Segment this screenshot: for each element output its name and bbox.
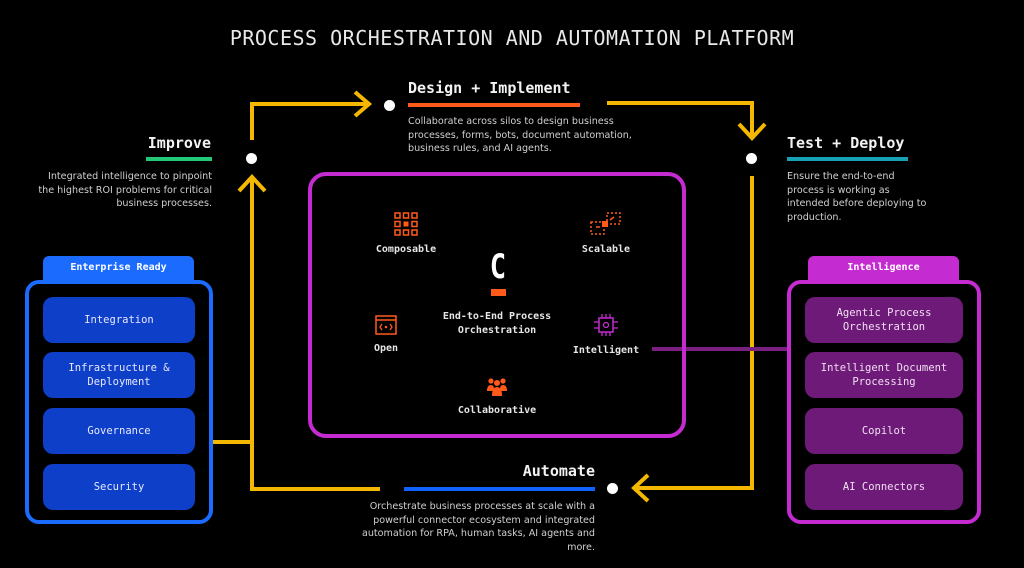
flow-arrow-improve-to-design — [250, 102, 368, 140]
enterprise-panel: Integration Infrastructure & Deployment … — [25, 280, 213, 524]
feature-label-collaborative: Collaborative — [457, 405, 537, 416]
logo: C — [484, 250, 512, 296]
grid-icon — [394, 212, 418, 236]
intelligence-panel-heading: Intelligence — [808, 256, 959, 280]
arrowhead-right — [353, 90, 373, 118]
chip-icon — [594, 314, 618, 336]
feature-label-intelligent: Intelligent — [572, 345, 640, 356]
flow-arrow-test-to-automate — [634, 176, 754, 490]
stage-dot-automate — [607, 483, 618, 494]
enterprise-item[interactable]: Governance — [43, 408, 195, 454]
logo-letter: C — [489, 247, 507, 287]
feature-open: Open — [356, 315, 416, 354]
stage-title-automate: Automate — [522, 462, 595, 480]
enterprise-item[interactable]: Infrastructure & Deployment — [43, 352, 195, 398]
stage-title-design: Design + Implement — [408, 79, 571, 97]
feature-collaborative: Collaborative — [447, 377, 547, 416]
code-window-icon — [375, 315, 397, 335]
intelligence-item[interactable]: Agentic Process Orchestration — [805, 297, 963, 343]
enterprise-item[interactable]: Integration — [43, 297, 195, 343]
stage-bar-design — [408, 103, 580, 107]
stage-title-improve: Improve — [147, 134, 211, 152]
scale-icon — [590, 212, 621, 235]
logo-bar — [490, 289, 506, 296]
stage-dot-improve — [246, 153, 257, 164]
stage-description-design: Collaborate across silos to design busin… — [408, 116, 632, 154]
intelligence-panel: Agentic Process Orchestration Intelligen… — [787, 280, 981, 524]
center-orchestration-box — [308, 172, 686, 438]
stage-bar-automate — [404, 487, 595, 491]
intelligence-item[interactable]: AI Connectors — [805, 464, 963, 510]
enterprise-item[interactable]: Security — [43, 464, 195, 510]
feature-composable: Composable — [366, 212, 446, 255]
feature-intelligent: Intelligent — [566, 313, 646, 356]
stage-description-test: Ensure the end-to-end process is working… — [787, 171, 927, 223]
stage-title-test: Test + Deploy — [787, 134, 905, 152]
feature-label-open: Open — [373, 343, 399, 354]
arrowhead-up — [237, 174, 267, 193]
arrowhead-down — [737, 122, 767, 141]
stage-description-improve: Integrated intelligence to pinpoint the … — [38, 171, 212, 209]
stage-description-automate: Orchestrate business processes at scale … — [361, 501, 595, 553]
flow-arrow-design-to-test — [607, 101, 754, 136]
center-label: End-to-End Process Orchestration — [442, 311, 552, 336]
feature-label-scalable: Scalable — [581, 244, 631, 255]
stage-bar-test — [787, 157, 908, 161]
flow-arrow-automate-to-improve — [250, 178, 380, 491]
page-title: PROCESS ORCHESTRATION AND AUTOMATION PLA… — [229, 26, 795, 50]
stage-dot-test — [746, 153, 757, 164]
team-icon — [487, 378, 507, 396]
stage-dot-design — [384, 100, 395, 111]
enterprise-panel-heading: Enterprise Ready — [43, 256, 194, 280]
feature-label-composable: Composable — [375, 244, 437, 255]
intelligence-item[interactable]: Copilot — [805, 408, 963, 454]
arrowhead-left — [631, 473, 650, 503]
stage-bar-improve — [146, 157, 212, 161]
intelligence-item[interactable]: Intelligent Document Processing — [805, 352, 963, 398]
feature-scalable: Scalable — [566, 212, 646, 255]
